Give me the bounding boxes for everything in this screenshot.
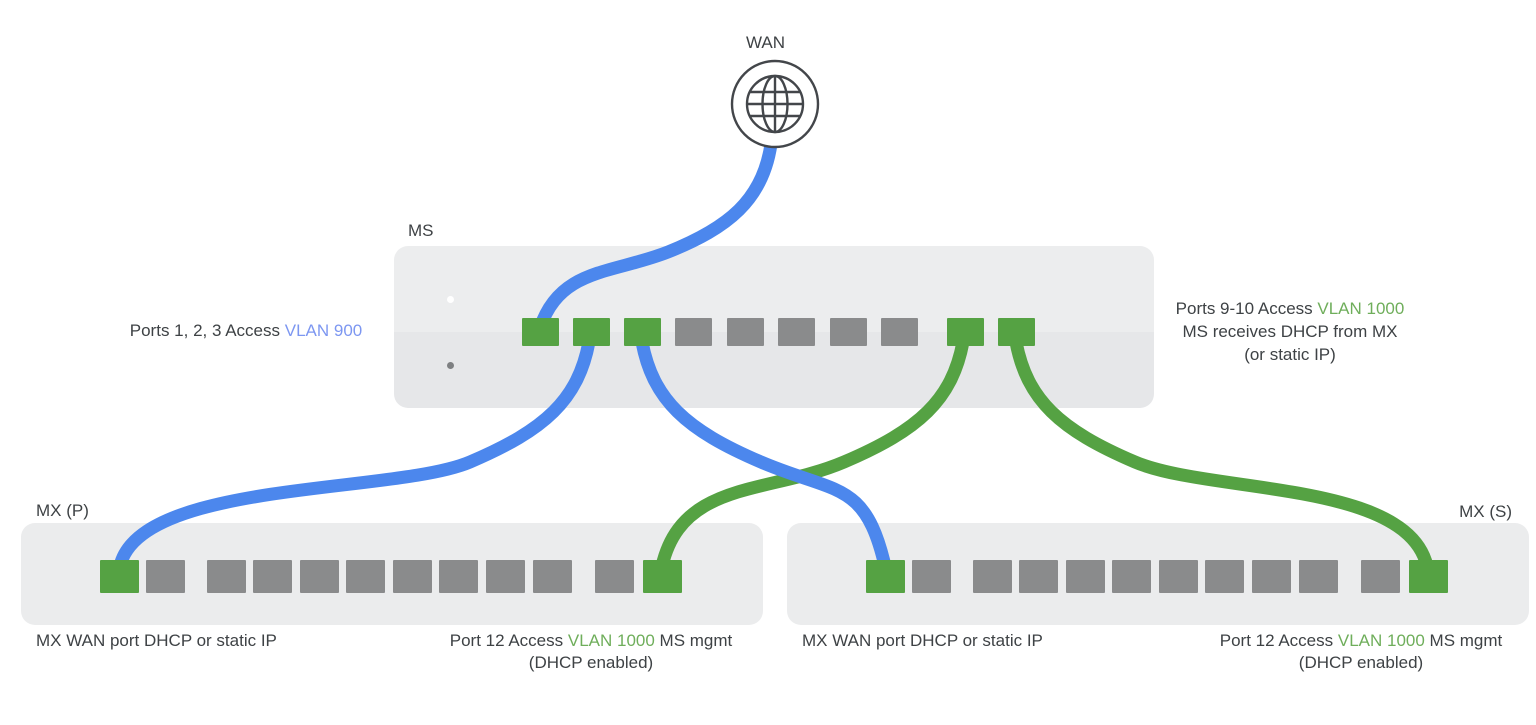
mx-primary-port-5 xyxy=(300,560,339,593)
mx-primary-port12-line2: (DHCP enabled) xyxy=(528,653,654,672)
ms-port-4 xyxy=(675,318,712,346)
mx-primary-port-6 xyxy=(346,560,385,593)
mx-secondary-port-1 xyxy=(866,560,905,593)
ms-led-gray xyxy=(447,362,454,369)
mx-primary-port-4 xyxy=(253,560,292,593)
ms-left-note-text: Ports 1, 2, 3 Access xyxy=(129,321,285,340)
mx-secondary-label: MX (S) xyxy=(1459,502,1512,521)
ms-port-1 xyxy=(522,318,559,346)
ms-port-9 xyxy=(947,318,984,346)
mx-secondary-port-6 xyxy=(1112,560,1151,593)
mx-secondary-port-5 xyxy=(1066,560,1105,593)
mx-secondary-port12-line2: (DHCP enabled) xyxy=(1298,653,1424,672)
mx-secondary-port12-line1: Port 12 Access VLAN 1000 MS mgmt xyxy=(1211,630,1511,652)
mx-primary-port-12 xyxy=(643,560,682,593)
mx-secondary-port-7 xyxy=(1159,560,1198,593)
mx-primary-port-2 xyxy=(146,560,185,593)
ms-right-note-line1: Ports 9-10 Access VLAN 1000 xyxy=(1140,297,1440,320)
ms-port-7 xyxy=(830,318,867,346)
mx-primary-port-8 xyxy=(439,560,478,593)
mx-secondary-port-12 xyxy=(1409,560,1448,593)
mx-secondary-port-11 xyxy=(1361,560,1400,593)
ms-port-6 xyxy=(778,318,815,346)
mx-primary-wan-note: MX WAN port DHCP or static IP xyxy=(36,631,277,650)
mx-secondary-wan-note: MX WAN port DHCP or static IP xyxy=(802,631,1043,650)
port12-suffix: MS mgmt xyxy=(1424,631,1503,650)
mx-primary-port12-line1: Port 12 Access VLAN 1000 MS mgmt xyxy=(441,630,741,652)
mx-primary-port12-note: Port 12 Access VLAN 1000 MS mgmt (DHCP e… xyxy=(441,630,741,674)
mx-primary-port-11 xyxy=(595,560,634,593)
wan-label: WAN xyxy=(746,33,786,52)
mx-secondary-port-2 xyxy=(912,560,951,593)
cable-ms-port3-to-mxs-wan xyxy=(635,335,892,573)
ms-label: MS xyxy=(408,221,434,240)
vlan-1000-highlight: VLAN 1000 xyxy=(1317,299,1405,318)
ms-port-2 xyxy=(573,318,610,346)
mx-secondary-port-10 xyxy=(1299,560,1338,593)
mx-primary-port-9 xyxy=(486,560,525,593)
ms-right-note-text: Ports 9-10 Access xyxy=(1175,299,1318,318)
ms-right-note-line3: (or static IP) xyxy=(1244,345,1336,364)
mx-secondary-port-9 xyxy=(1252,560,1291,593)
mx-secondary-port-3 xyxy=(973,560,1012,593)
mx-primary-port-7 xyxy=(393,560,432,593)
cable-ms-port2-to-mxp-wan xyxy=(113,335,596,573)
mx-secondary-port12-note: Port 12 Access VLAN 1000 MS mgmt (DHCP e… xyxy=(1211,630,1511,674)
cable-ms-port10-to-mxs-port12 xyxy=(1009,335,1434,573)
ms-right-note: Ports 9-10 Access VLAN 1000 MS receives … xyxy=(1140,297,1440,366)
ms-port-5 xyxy=(727,318,764,346)
port12-prefix: Port 12 Access xyxy=(1219,631,1338,650)
ms-right-note-line2: MS receives DHCP from MX xyxy=(1182,322,1398,341)
ms-left-note: Ports 1, 2, 3 Access VLAN 900 xyxy=(96,320,396,342)
vlan-1000-highlight: VLAN 1000 xyxy=(567,631,655,650)
port12-suffix: MS mgmt xyxy=(654,631,733,650)
port12-prefix: Port 12 Access xyxy=(449,631,568,650)
ms-led-white xyxy=(447,296,454,303)
vlan-1000-highlight: VLAN 1000 xyxy=(1337,631,1425,650)
cable-ms-port9-to-mxp-port12 xyxy=(655,335,970,573)
ms-port-8 xyxy=(881,318,918,346)
mx-primary-label: MX (P) xyxy=(36,501,89,520)
mx-secondary-port-4 xyxy=(1019,560,1058,593)
mx-secondary-port-8 xyxy=(1205,560,1244,593)
mx-primary-port-1 xyxy=(100,560,139,593)
mx-primary-port-3 xyxy=(207,560,246,593)
mx-primary-port-10 xyxy=(533,560,572,593)
vlan-900-highlight: VLAN 900 xyxy=(284,321,363,340)
globe-icon xyxy=(730,59,820,149)
ms-port-3 xyxy=(624,318,661,346)
cable-wan-to-ms-port1 xyxy=(533,137,778,335)
ms-port-10 xyxy=(998,318,1035,346)
